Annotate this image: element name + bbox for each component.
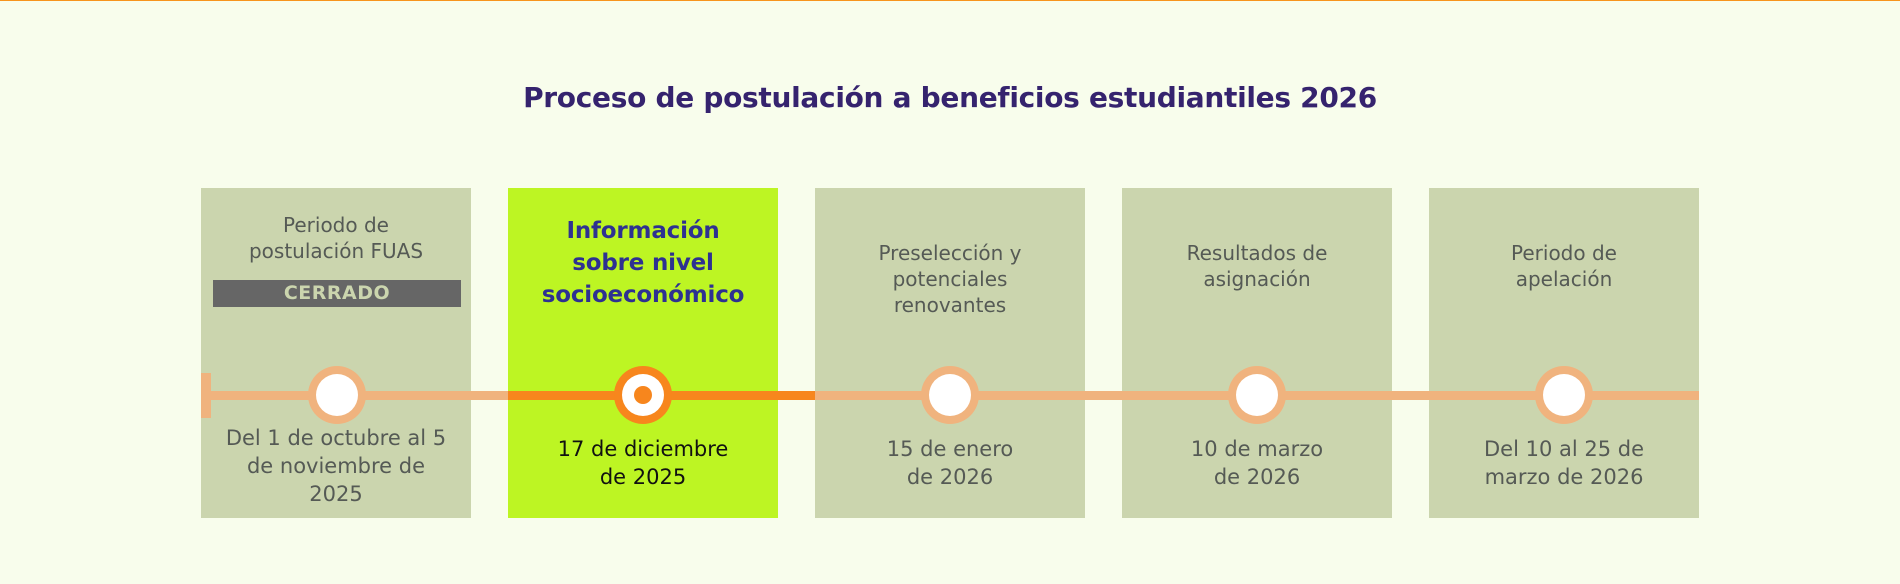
step-title: Preselección y potenciales renovantes — [825, 240, 1075, 318]
timeline-node-icon — [1228, 366, 1286, 424]
timeline-node-icon — [921, 366, 979, 424]
step-title-line: socioeconómico — [541, 282, 745, 308]
step-title-line: Preselección y — [878, 241, 1022, 265]
timeline-node-active-icon — [614, 366, 672, 424]
timeline-start-cap — [201, 373, 211, 418]
step-date: 10 de marzo de 2026 — [1130, 435, 1384, 491]
step-title-line: sobre nivel — [572, 250, 714, 276]
step-title: Periodo de postulación FUAS — [211, 212, 461, 264]
step-date-line: de 2026 — [906, 465, 994, 489]
step-title-line: asignación — [1203, 267, 1311, 291]
step-date: 17 de diciembre de 2025 — [516, 435, 770, 491]
timeline-node-icon — [1535, 366, 1593, 424]
step-date-line: Del 1 de octubre al 5 — [225, 426, 447, 450]
timeline-step-appeal-period: Periodo de apelación Del 10 al 25 de mar… — [1429, 188, 1699, 518]
step-title-line: postulación FUAS — [248, 239, 424, 263]
timeline-node-icon — [308, 366, 366, 424]
step-date: 15 de enero de 2026 — [823, 435, 1077, 491]
step-title-line: Información — [566, 218, 720, 244]
top-accent-rule — [0, 0, 1900, 1]
page-title: Proceso de postulación a beneficios estu… — [523, 81, 1377, 114]
step-date-line: 17 de diciembre — [557, 437, 729, 461]
timeline-step-assignment-results: Resultados de asignación 10 de marzo de … — [1122, 188, 1392, 518]
step-title-line: renovantes — [893, 293, 1007, 317]
step-date-line: Del 10 al 25 de — [1483, 437, 1645, 461]
step-date-line: marzo de 2026 — [1484, 465, 1644, 489]
step-title-line: Periodo de — [1511, 241, 1617, 265]
step-date: Del 10 al 25 de marzo de 2026 — [1437, 435, 1691, 491]
step-title-line: Periodo de — [283, 213, 389, 237]
status-badge-closed: CERRADO — [213, 280, 461, 307]
step-date-line: 2025 — [309, 482, 363, 506]
step-date-line: de 2026 — [1213, 465, 1301, 489]
timeline-step-socioeconomic-info: Información sobre nivel socioeconómico 1… — [508, 188, 778, 518]
step-date-line: de noviembre de — [246, 454, 426, 478]
step-title-line: apelación — [1515, 267, 1613, 291]
step-title: Resultados de asignación — [1132, 240, 1382, 292]
timeline-step-preselection: Preselección y potenciales renovantes 15… — [815, 188, 1085, 518]
step-title-line: potenciales — [892, 267, 1008, 291]
step-date-line: 15 de enero — [886, 437, 1014, 461]
step-date-line: de 2025 — [599, 465, 687, 489]
step-date: Del 1 de octubre al 5 de noviembre de 20… — [209, 424, 463, 508]
step-date-line: 10 de marzo — [1190, 437, 1324, 461]
step-title-line: Resultados de — [1186, 241, 1328, 265]
step-title: Periodo de apelación — [1439, 240, 1689, 292]
timeline-step-fuas-application: Periodo de postulación FUAS CERRADO Del … — [201, 188, 471, 518]
step-title: Información sobre nivel socioeconómico — [518, 215, 768, 311]
